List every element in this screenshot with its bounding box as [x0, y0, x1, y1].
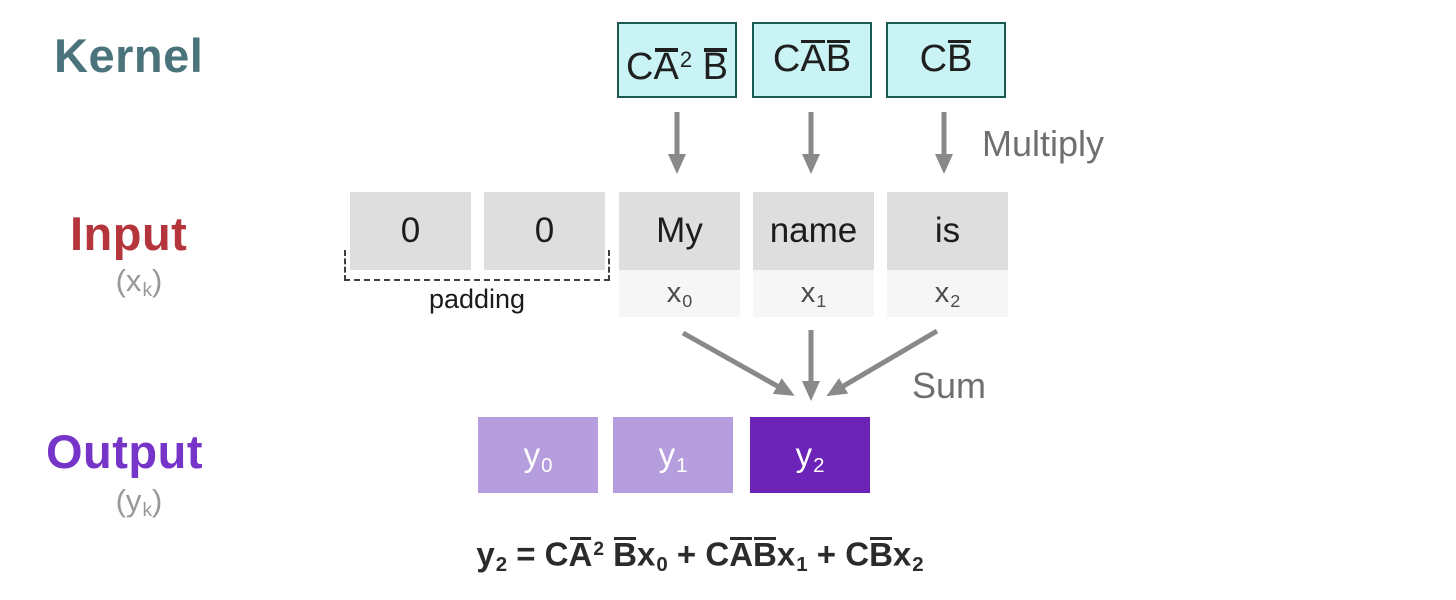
token-index-x0: x0 — [619, 270, 740, 317]
sum-label: Sum — [912, 365, 987, 406]
output-formula: y2 = CA2 Bx0 + CABx1 + CBx2 — [476, 535, 924, 577]
input-box-is: is x2 — [887, 192, 1008, 317]
output-box-y2: y2 — [750, 417, 870, 493]
output-box-y1: y1 — [613, 417, 733, 493]
input-token: My — [619, 192, 740, 270]
padding-token: 0 — [350, 192, 471, 270]
token-index-x1: x1 — [753, 270, 874, 317]
padding-token: 0 — [484, 192, 605, 270]
padding-bracket — [344, 250, 610, 281]
input-box-padding-1: 0 — [484, 192, 605, 270]
input-box-my: My x0 — [619, 192, 740, 317]
input-box-name: name x1 — [753, 192, 874, 317]
input-token: name — [753, 192, 874, 270]
output-box-y0: y0 — [478, 417, 598, 493]
kernel-box-cb: CB — [886, 22, 1006, 98]
input-box-padding-0: 0 — [350, 192, 471, 270]
input-label: Input — [70, 207, 188, 260]
output-label: Output — [46, 425, 203, 478]
multiply-label: Multiply — [982, 123, 1105, 164]
output-subscript-label: (yk) — [115, 483, 163, 522]
kernel-box-ca2b: CA2 B — [617, 22, 737, 98]
input-subscript-label: (xk) — [115, 263, 163, 302]
input-token: is — [887, 192, 1008, 270]
sum-arrow-left — [681, 330, 795, 396]
token-index-x2: x2 — [887, 270, 1008, 317]
padding-label: padding — [428, 284, 526, 314]
kernel-label: Kernel — [54, 29, 204, 82]
kernel-box-cab: CAB — [752, 22, 872, 98]
